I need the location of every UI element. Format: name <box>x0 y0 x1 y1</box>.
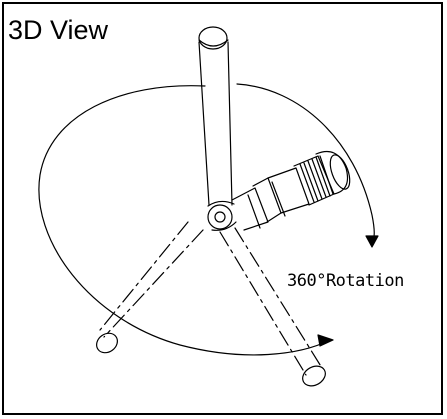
rotation-path <box>38 83 375 356</box>
connector-body <box>231 150 351 231</box>
rotation-label: 360°Rotation <box>287 271 404 291</box>
view-title: 3D View <box>8 15 109 45</box>
phantom-rod-right-tip <box>302 365 326 387</box>
rotation-arrow-right <box>365 235 379 248</box>
phantom-rod-left-tip <box>96 332 118 354</box>
diagram-frame <box>2 2 443 415</box>
phantom-rod-left <box>99 221 204 338</box>
phantom-rod-right <box>219 227 323 376</box>
swivel-joint <box>207 200 237 231</box>
rotation-arrow-bottom <box>317 334 334 347</box>
antenna-whip <box>198 26 233 206</box>
